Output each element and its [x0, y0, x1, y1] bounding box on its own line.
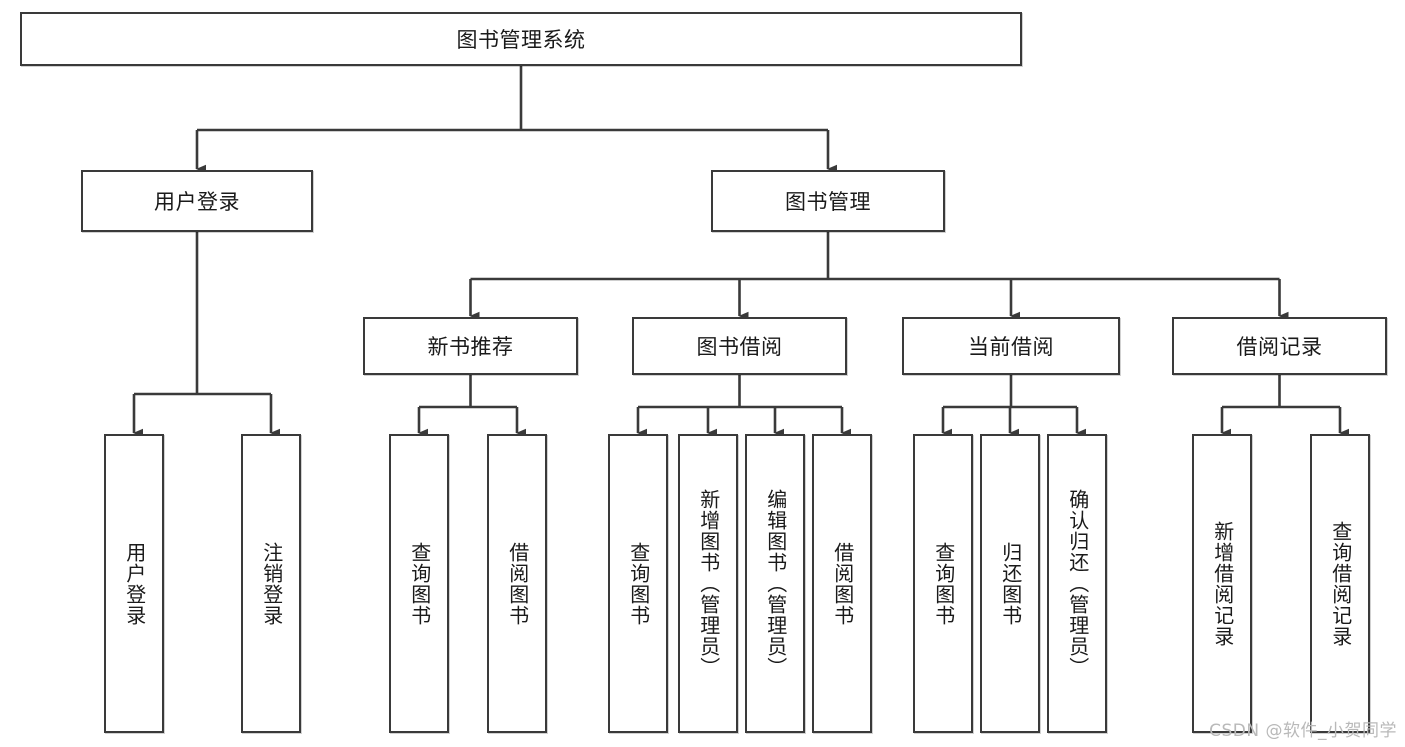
node-leaf-user-logout-label: 注销登录	[259, 541, 284, 626]
node-leaf-borrow-book[interactable]: 借阅图书	[812, 434, 872, 733]
node-leaf-add-book[interactable]: 新增图书（管理员）	[678, 434, 738, 733]
node-leaf-user-login-label: 用户登录	[122, 541, 147, 626]
node-leaf-query-book-borrow[interactable]: 查询图书	[608, 434, 668, 733]
node-user-login-label: 用户登录	[154, 190, 240, 214]
node-leaf-confirm-return-label: 确认归还（管理员）	[1065, 489, 1090, 678]
node-leaf-borrow-book-label: 借阅图书	[830, 541, 855, 626]
node-leaf-add-borrow-record[interactable]: 新增借阅记录	[1192, 434, 1252, 733]
node-leaf-borrow-book-recommend-label: 借阅图书	[505, 541, 530, 626]
node-leaf-return-book[interactable]: 归还图书	[980, 434, 1040, 733]
node-book-manage[interactable]: 图书管理	[711, 170, 945, 232]
node-leaf-add-book-label: 新增图书（管理员）	[696, 489, 721, 678]
node-user-login[interactable]: 用户登录	[81, 170, 313, 232]
node-book-manage-label: 图书管理	[785, 190, 871, 214]
node-book-borrow-label: 图书借阅	[696, 335, 783, 359]
node-current-borrow[interactable]: 当前借阅	[902, 317, 1120, 375]
node-current-borrow-label: 当前借阅	[968, 335, 1054, 359]
node-leaf-query-book-recommend[interactable]: 查询图书	[389, 434, 449, 733]
node-leaf-user-logout[interactable]: 注销登录	[241, 434, 301, 733]
node-leaf-query-book-borrow-label: 查询图书	[626, 541, 651, 626]
node-leaf-add-borrow-record-label: 新增借阅记录	[1210, 520, 1235, 647]
node-leaf-return-book-label: 归还图书	[998, 541, 1023, 626]
node-leaf-confirm-return[interactable]: 确认归还（管理员）	[1047, 434, 1107, 733]
node-new-book-recommend-label: 新书推荐	[427, 335, 514, 359]
node-leaf-user-login[interactable]: 用户登录	[104, 434, 164, 733]
node-root-label: 图书管理系统	[456, 28, 586, 52]
node-leaf-query-borrow-record[interactable]: 查询借阅记录	[1310, 434, 1370, 733]
node-leaf-edit-book-label: 编辑图书（管理员）	[763, 489, 788, 678]
node-leaf-query-book-current-label: 查询图书	[931, 541, 956, 626]
node-new-book-recommend[interactable]: 新书推荐	[363, 317, 578, 375]
node-book-borrow[interactable]: 图书借阅	[632, 317, 847, 375]
node-leaf-query-book-current[interactable]: 查询图书	[913, 434, 973, 733]
node-leaf-borrow-book-recommend[interactable]: 借阅图书	[487, 434, 547, 733]
node-borrow-record-label: 借阅记录	[1236, 335, 1323, 359]
node-leaf-query-book-recommend-label: 查询图书	[407, 541, 432, 626]
node-borrow-record[interactable]: 借阅记录	[1172, 317, 1387, 375]
node-leaf-query-borrow-record-label: 查询借阅记录	[1328, 520, 1353, 647]
node-root[interactable]: 图书管理系统	[20, 12, 1022, 66]
node-leaf-edit-book[interactable]: 编辑图书（管理员）	[745, 434, 805, 733]
watermark-text: CSDN @软件_小贺同学	[1209, 721, 1397, 741]
